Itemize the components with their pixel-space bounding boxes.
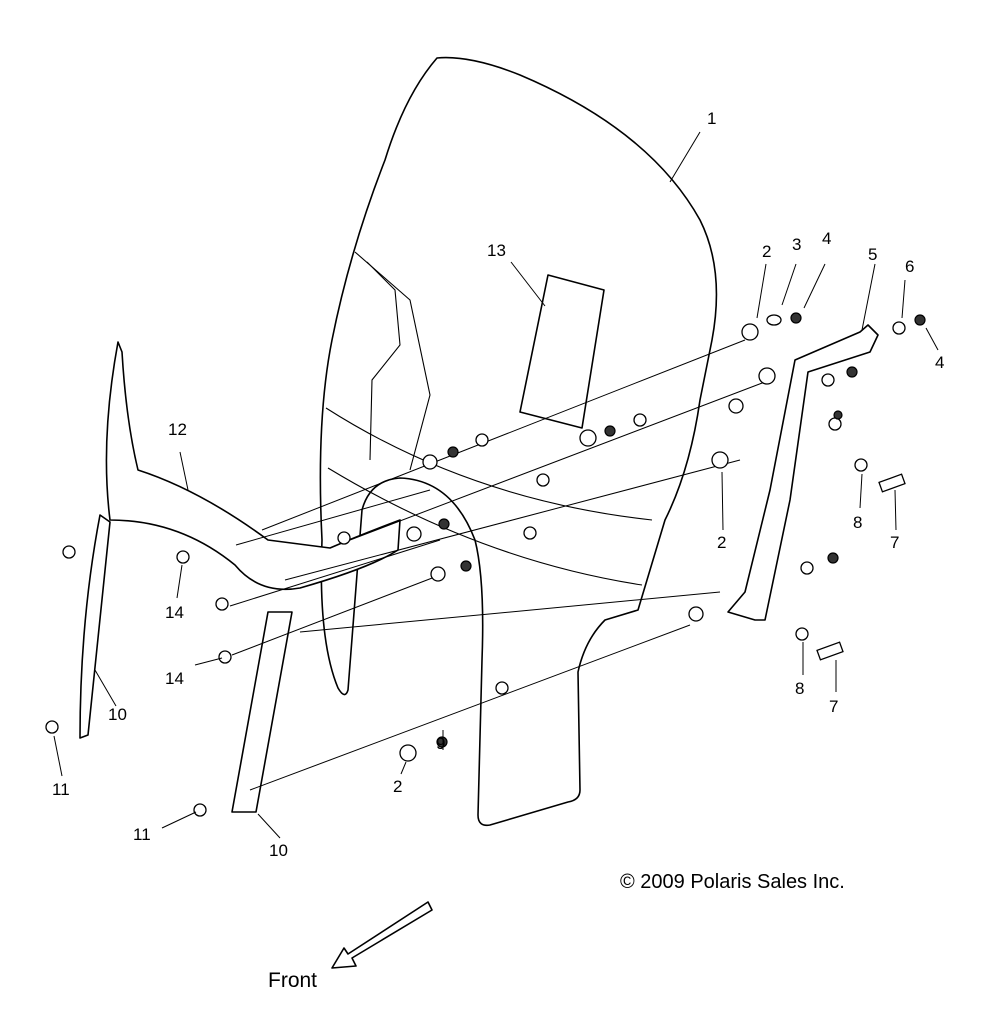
decal-part: [519, 274, 605, 429]
callout-leaders: [53, 131, 939, 839]
hardware: [45, 312, 926, 817]
alignment-lines: [229, 339, 771, 791]
callout-8: 8: [795, 679, 804, 698]
bracket-part: [727, 324, 879, 621]
washer-icon: [688, 606, 704, 622]
callout-10: 10: [108, 705, 127, 724]
washer-icon: [741, 323, 759, 341]
callout-4: 4: [935, 353, 944, 372]
callout-5: 5: [868, 245, 877, 264]
nut-icon: [436, 736, 448, 748]
windshield-part: [319, 56, 718, 827]
washer-icon: [536, 473, 550, 487]
nut-icon: [846, 366, 858, 378]
rivet-icon: [215, 597, 229, 611]
washer-icon: [821, 373, 835, 387]
callout-14: 14: [165, 669, 184, 688]
callout-12: 12: [168, 420, 187, 439]
washer-icon: [766, 314, 782, 326]
washer-icon: [711, 451, 729, 469]
washer-icon: [579, 429, 597, 447]
callout-8: 8: [853, 513, 862, 532]
washer-icon: [495, 681, 509, 695]
callout-7: 7: [890, 533, 899, 552]
nut-icon: [827, 552, 839, 564]
washer-icon: [399, 744, 417, 762]
washer-icon: [800, 561, 814, 575]
callout-2: 2: [393, 777, 402, 796]
washer-icon: [758, 367, 776, 385]
trim-piece-left-part: [79, 514, 111, 739]
washer-icon: [633, 413, 647, 427]
bolt-icon: [878, 473, 906, 493]
nut-icon: [447, 446, 459, 458]
nut-icon: [604, 425, 616, 437]
washer-icon: [422, 454, 438, 470]
washer-icon: [892, 321, 906, 335]
washer-icon: [728, 398, 744, 414]
callout-3: 3: [792, 235, 801, 254]
rivet-icon: [176, 550, 190, 564]
front-arrow-icon: [331, 901, 433, 969]
nut-icon: [833, 410, 843, 420]
bolt-icon: [816, 641, 844, 661]
callout-2: 2: [717, 533, 726, 552]
callout-13: 13: [487, 241, 506, 260]
nut-icon: [460, 560, 472, 572]
washer-icon: [854, 458, 868, 472]
copyright-text: © 2009 Polaris Sales Inc.: [620, 871, 845, 893]
callout-11: 11: [52, 780, 70, 799]
rivet-icon: [62, 545, 76, 559]
callout-2: 2: [762, 242, 771, 261]
callout-4: 4: [822, 229, 831, 248]
trim-piece-right-part: [231, 611, 293, 813]
trim-strip-part: [105, 341, 401, 591]
rivet-icon: [45, 720, 59, 734]
nut-icon: [914, 314, 926, 326]
callout-11: 11: [133, 825, 151, 844]
callout-9: 9: [436, 734, 445, 753]
callout-6: 6: [905, 257, 914, 276]
callout-14: 14: [165, 603, 184, 622]
callout-7: 7: [829, 697, 838, 716]
washer-icon: [430, 566, 446, 582]
nut-icon: [438, 518, 450, 530]
washer-icon: [475, 433, 489, 447]
front-label: Front: [268, 969, 317, 992]
callout-1: 1: [707, 109, 716, 128]
rivet-icon: [193, 803, 207, 817]
rivet-icon: [218, 650, 232, 664]
callout-10: 10: [269, 841, 288, 860]
washer-icon: [523, 526, 537, 540]
washer-icon: [337, 531, 351, 545]
nut-icon: [790, 312, 802, 324]
washer-icon: [795, 627, 809, 641]
washer-icon: [406, 526, 422, 542]
callout-labels: 1 2 3 4 5 6 4 13 12 2 8 7 14 14 10 11 8 …: [52, 109, 944, 860]
washer-icon: [828, 417, 842, 431]
